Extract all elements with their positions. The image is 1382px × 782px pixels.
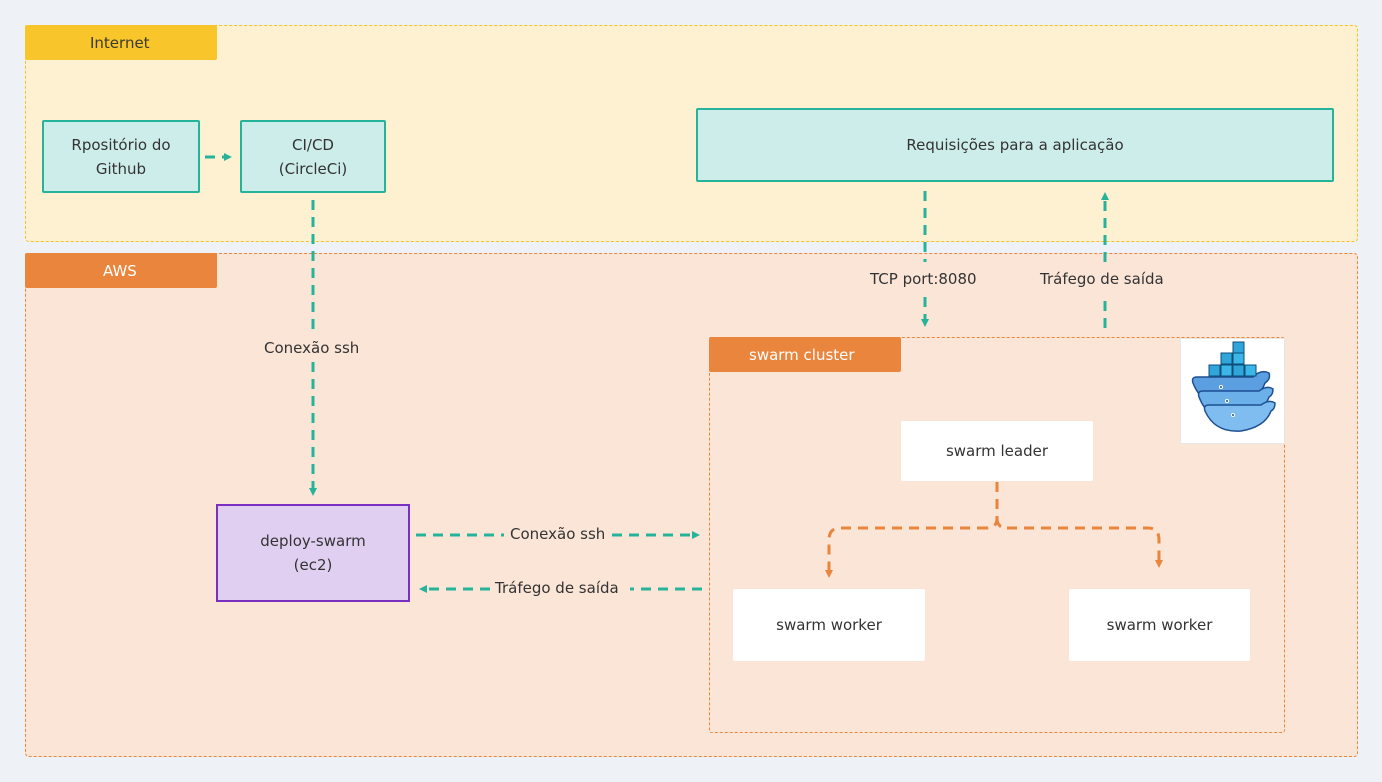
aws-zone-label: AWS <box>25 253 217 288</box>
leader-to-right-worker-arrow <box>1007 526 1163 568</box>
swarm-cluster-zone <box>709 337 1285 733</box>
swarm-worker-left-node: swarm worker <box>733 589 925 661</box>
docker-whale-icon <box>1180 338 1285 444</box>
swarm-leader-node: swarm leader <box>901 421 1093 481</box>
cicd-node: CI/CD (CircleCi) <box>240 120 386 193</box>
outbound-traffic-label-bottom: Tráfego de saída <box>495 579 619 597</box>
internet-zone-label: Internet <box>25 25 217 60</box>
outbound-traffic-label-top: Tráfego de saída <box>1040 270 1164 288</box>
ssh-connection-label: Conexão ssh <box>264 339 360 357</box>
deploy-swarm-node: deploy-swarm (ec2) <box>216 504 410 602</box>
tcp-port-label: TCP port:8080 <box>870 270 977 288</box>
application-requests-node: Requisições para a aplicação <box>696 108 1334 182</box>
swarm-worker-right-node: swarm worker <box>1069 589 1250 661</box>
github-repository-node: Rpositório do Github <box>42 120 200 193</box>
swarm-cluster-label: swarm cluster <box>709 337 901 372</box>
ssh-connection-label-horizontal: Conexão ssh <box>510 525 606 543</box>
leader-to-left-worker-arrow <box>825 526 987 578</box>
leader-to-workers-stem <box>986 482 999 530</box>
